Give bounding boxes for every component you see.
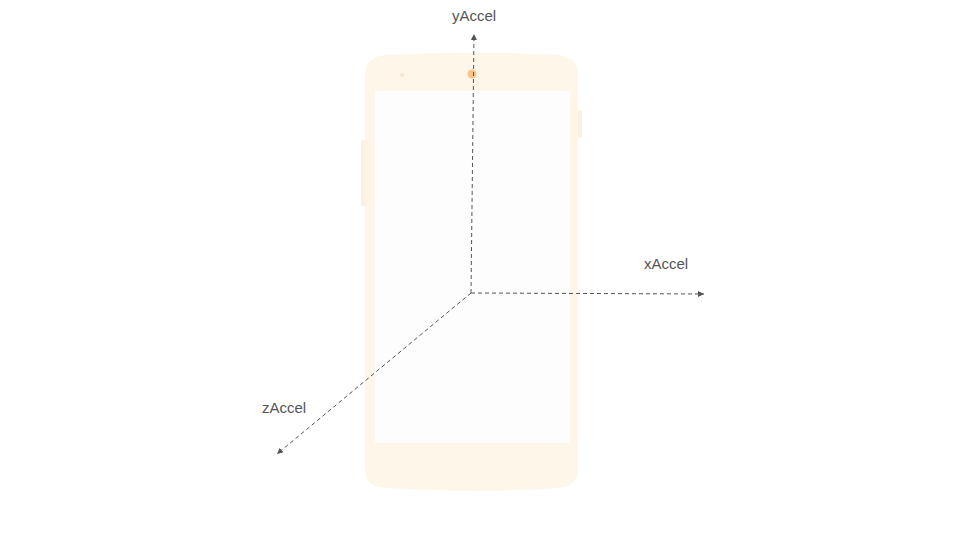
axis-label: yAccel — [452, 7, 496, 25]
camera-dot — [468, 70, 477, 79]
sensor-dot — [400, 73, 404, 77]
axis-label: zAccel — [262, 399, 306, 417]
y-axis — [471, 34, 474, 293]
x-axis — [471, 293, 704, 294]
axis-label: xAccel — [644, 255, 688, 273]
z-axis — [277, 293, 471, 454]
